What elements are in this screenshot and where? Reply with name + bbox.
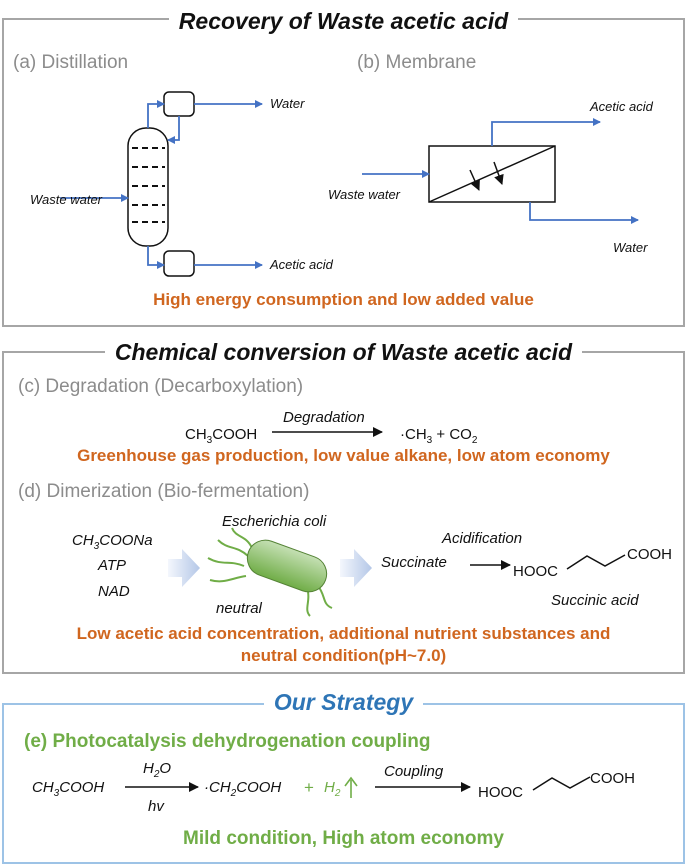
strategy-conclusion: Mild condition, High atom economy: [183, 828, 504, 849]
membrane-subtitle: (b) Membrane: [357, 52, 477, 73]
strategy-cooh: COOH: [590, 770, 635, 787]
degradation-subtitle: (c) Degradation (Decarboxylation): [18, 376, 304, 397]
dimerization-subtitle: (d) Dimerization (Bio-fermentation): [18, 481, 310, 502]
succinic-acid-label: Succinic acid: [551, 592, 639, 609]
recovery-conclusion: High energy consumption and low added va…: [153, 290, 534, 309]
panel-recovery-title: Recovery of Waste acetic acid: [0, 8, 687, 35]
strategy-arrow-bottom: hv: [148, 798, 164, 815]
distillation-subtitle: (a) Distillation: [13, 52, 129, 73]
distillation-acid-label: Acetic acid: [270, 257, 333, 272]
succinic-hooc: HOOC: [513, 563, 558, 580]
distillation-water-label: Water: [270, 96, 305, 111]
membrane-water-label: Water: [613, 240, 648, 255]
panel-chemical-title: Chemical conversion of Waste acetic acid: [0, 339, 687, 366]
strategy-arrow-top: H2O: [143, 760, 172, 780]
organism-label: Escherichia coli: [222, 513, 327, 530]
process-arrow-1: [168, 549, 200, 587]
distillation-waste-label: Waste water: [30, 192, 103, 207]
degradation-reactant: CH3COOH: [185, 426, 258, 446]
strategy-reactant: CH3COOH: [32, 779, 105, 799]
membrane-waste-label: Waste water: [328, 187, 401, 202]
strategy-subtitle: (e) Photocatalysis dehydrogenation coupl…: [24, 731, 431, 752]
strategy-coupling-label: Coupling: [384, 763, 444, 780]
degradation-arrow-label: Degradation: [283, 409, 365, 426]
distillation-diagram: [60, 91, 639, 277]
degradation-product: ·CH3 + CO2: [400, 426, 478, 446]
strategy-succinic-skeleton: [532, 776, 591, 791]
d-input-sodium-acetate: CH3COONa: [72, 532, 153, 552]
succinic-skeleton: [566, 554, 626, 570]
strategy-plus: +: [304, 778, 314, 797]
process-arrow-2: [340, 549, 372, 587]
succinate-label: Succinate: [381, 554, 447, 571]
succinic-cooh: COOH: [627, 546, 672, 563]
ecoli-bacterium: [207, 527, 333, 617]
panel-strategy-title: Our Strategy: [0, 689, 687, 716]
strategy-byproduct: H2: [324, 779, 341, 799]
dimerization-conclusion-1: Low acetic acid concentration, additiona…: [76, 624, 611, 643]
degradation-conclusion: Greenhouse gas production, low value alk…: [77, 446, 610, 465]
strategy-hooc: HOOC: [478, 784, 523, 801]
d-input-atp: ATP: [98, 557, 127, 574]
strategy-intermediate: ·CH2COOH: [204, 779, 282, 799]
d-input-nad: NAD: [98, 583, 130, 600]
acidification-label: Acidification: [442, 530, 523, 547]
membrane-acid-label: Acetic acid: [590, 99, 653, 114]
neutral-label: neutral: [216, 600, 262, 617]
dimerization-conclusion-2: neutral condition(pH~7.0): [240, 646, 447, 665]
